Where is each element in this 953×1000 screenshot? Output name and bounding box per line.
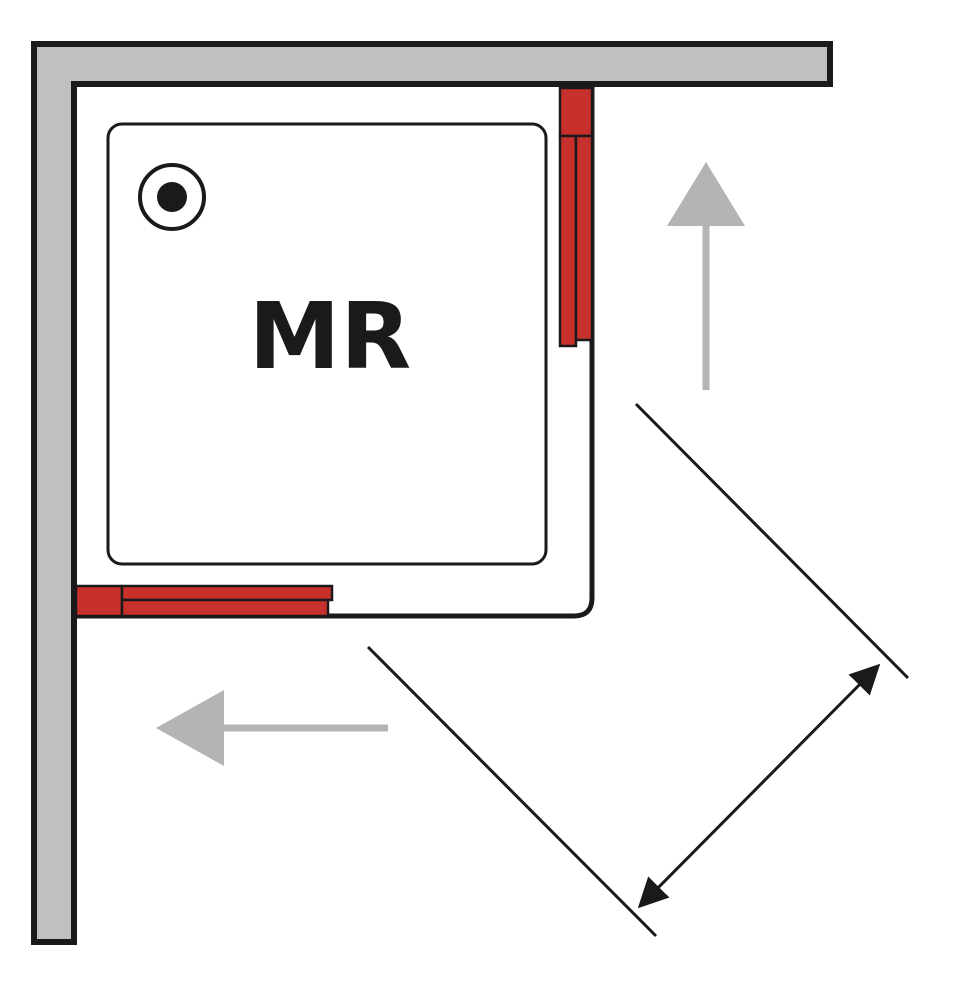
bottom-fixed-panel (74, 584, 124, 618)
drain-icon (138, 163, 206, 231)
bottom-door-panels (74, 584, 334, 618)
right-sliding-panel-outer (574, 134, 594, 342)
bottom-sliding-panel-top (120, 584, 334, 602)
arrow-left-icon (156, 690, 388, 766)
dimension-extension-line-right (634, 402, 910, 680)
tray-label: MR (249, 283, 411, 390)
arrow-up-icon (667, 162, 745, 390)
right-door-panels (558, 86, 594, 348)
enclosure-outline (74, 84, 595, 619)
dimension-extension-line-left (366, 645, 658, 938)
right-sliding-panel-inner (558, 134, 578, 348)
bottom-sliding-panel-bottom (120, 598, 330, 618)
right-fixed-panel (558, 86, 594, 138)
corner-wall (31, 41, 833, 945)
shower-tray (106, 122, 548, 566)
double-arrow-dimension-icon (637, 663, 881, 909)
